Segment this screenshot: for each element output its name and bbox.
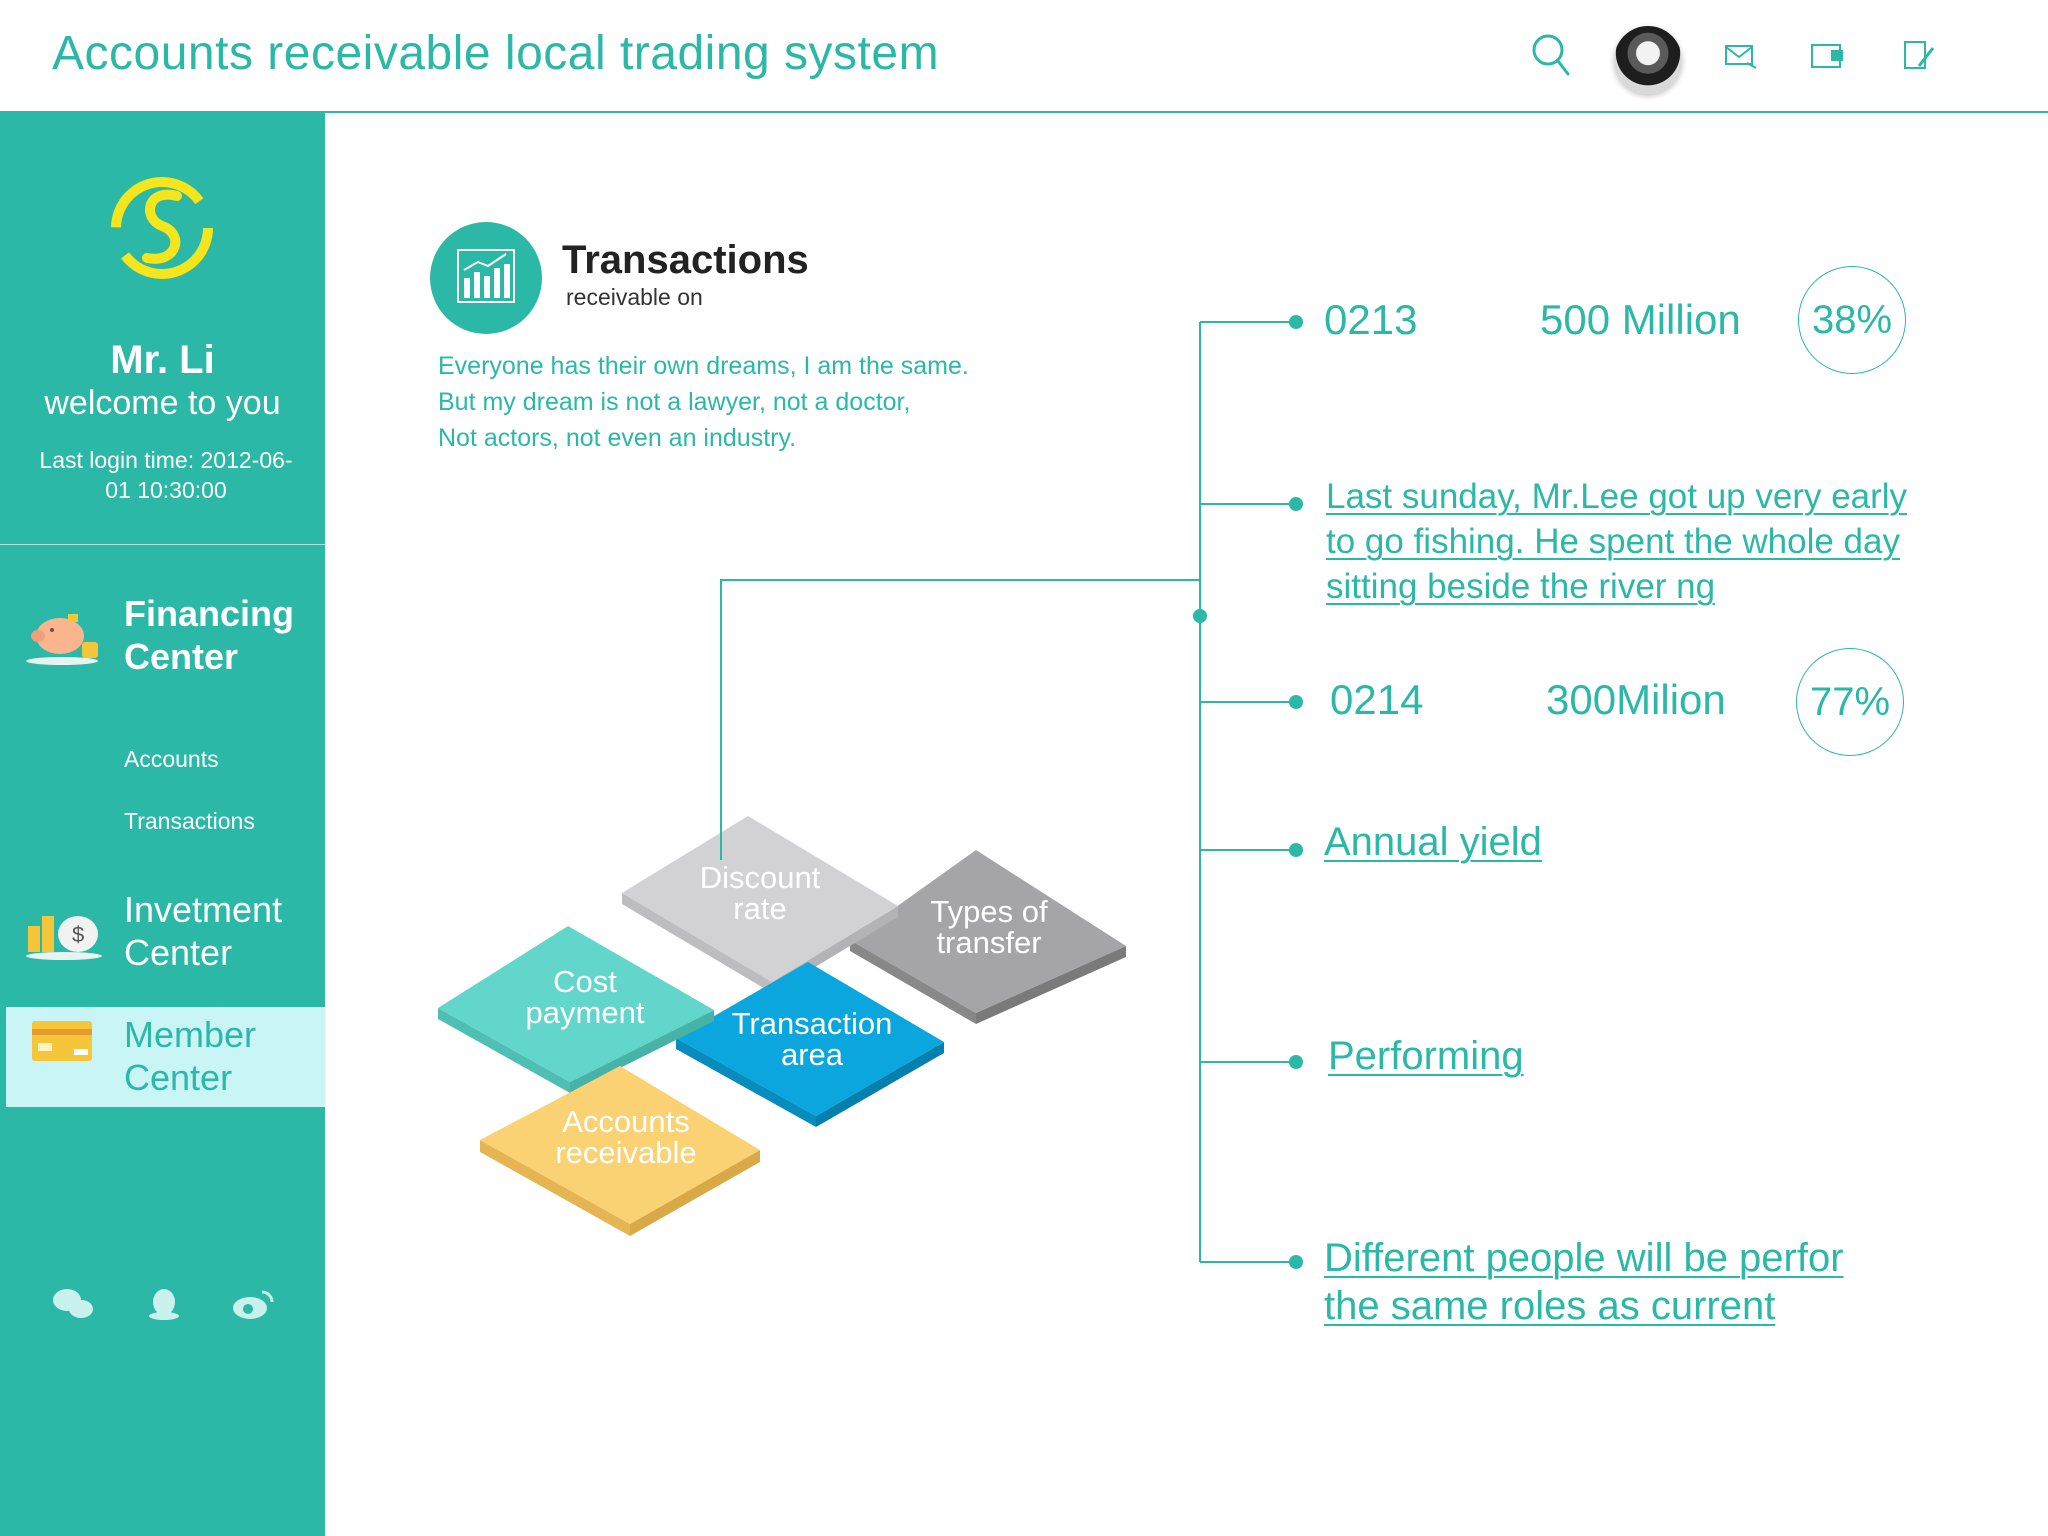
percent-badge: 77% xyxy=(1796,648,1904,756)
tile-label-discount-rate[interactable]: Discount rate xyxy=(699,860,821,926)
item-code: 0213 xyxy=(1324,296,1418,343)
edit-icon[interactable] xyxy=(1893,30,1945,82)
avatar[interactable] xyxy=(1614,26,1682,94)
app-title: Accounts receivable local trading system xyxy=(52,27,940,80)
story-line: Last sunday, Mr.Lee got up very early xyxy=(1326,477,1908,516)
sidebar-item-label: Financing Center xyxy=(124,593,294,677)
tile-label-types-of-transfer[interactable]: Types of transfer xyxy=(930,894,1048,960)
svg-text:$: $ xyxy=(72,922,84,947)
logo-icon xyxy=(107,168,217,288)
sidebar-item-financing[interactable]: Financing Center xyxy=(0,592,325,682)
different-line: Different people will be perfor xyxy=(1324,1236,1844,1280)
section-title: Transactions xyxy=(562,238,809,282)
item-code: 0214 xyxy=(1330,676,1424,723)
story-line: to go fishing. He spent the whole day xyxy=(1326,522,1900,561)
sidebar-divider xyxy=(0,544,325,545)
chart-icon xyxy=(430,222,542,334)
app-header: Accounts receivable local trading system xyxy=(0,0,2048,113)
sidebar-subitem-transactions[interactable]: Transactions xyxy=(124,808,255,834)
percent-badge: 38% xyxy=(1798,266,1906,374)
mail-icon[interactable] xyxy=(1715,30,1767,82)
story-line: sitting beside the river ng xyxy=(1326,567,1716,606)
weibo-icon[interactable] xyxy=(230,1284,276,1324)
wallet-icon[interactable] xyxy=(1803,30,1855,82)
sidebar-subitem-accounts[interactable]: Accounts xyxy=(124,746,219,772)
performing-link[interactable]: Performing xyxy=(1328,1034,1524,1078)
description-line: But my dream is not a lawyer, not a doct… xyxy=(438,388,911,416)
last-login-time: Last login time: 2012-06-01 10:30:00 xyxy=(39,447,293,503)
qq-icon[interactable] xyxy=(141,1284,187,1324)
section-subtitle: receivable on xyxy=(566,284,703,310)
wechat-icon[interactable] xyxy=(50,1284,96,1324)
welcome-text: welcome to you xyxy=(44,384,281,422)
search-icon[interactable] xyxy=(1526,30,1578,82)
description-line: Everyone has their own dreams, I am the … xyxy=(438,352,969,380)
piggy-bank-icon xyxy=(22,604,102,671)
description-line: Not actors, not even an industry. xyxy=(438,424,797,452)
user-name: Mr. Li xyxy=(110,338,215,382)
money-bag-icon: $ xyxy=(22,896,104,967)
item-amount: 500 Million xyxy=(1540,296,1741,343)
different-link[interactable]: Different people will be perfor the same… xyxy=(1324,1234,1844,1330)
story-link[interactable]: Last sunday, Mr.Lee got up very early to… xyxy=(1326,474,1907,609)
sidebar-item-label: Member Center xyxy=(124,1014,257,1098)
sidebar-item-label: Invetment Center xyxy=(124,889,283,973)
item-amount: 300Milion xyxy=(1546,676,1726,723)
section-description: Everyone has their own dreams, I am the … xyxy=(438,348,1078,456)
sidebar: Mr. Li welcome to you Last login time: 2… xyxy=(0,112,325,1536)
sidebar-item-member[interactable]: Member Center xyxy=(0,1007,325,1107)
tile-label-transaction-area[interactable]: Transaction area xyxy=(731,1006,893,1072)
tile-label-accounts-receivable[interactable]: Accounts receivable xyxy=(555,1104,697,1170)
tile-label-cost-payment[interactable]: Cost payment xyxy=(525,964,645,1030)
annual-yield-link[interactable]: Annual yield xyxy=(1324,820,1542,864)
sidebar-item-investment[interactable]: $ Invetment Center xyxy=(0,888,325,978)
different-line: the same roles as current xyxy=(1324,1284,1776,1328)
credit-card-icon xyxy=(30,1019,94,1068)
